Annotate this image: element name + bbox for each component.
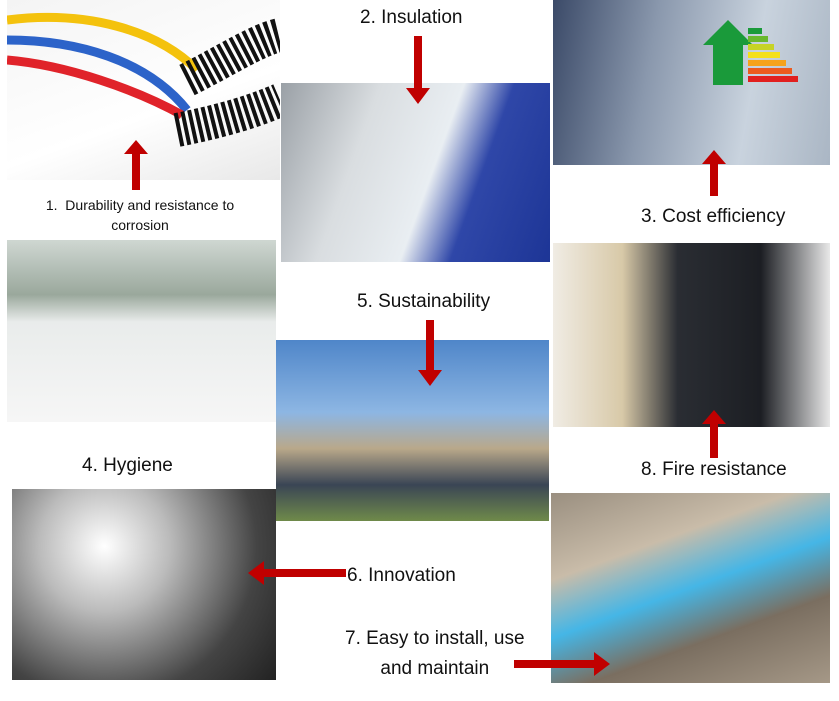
arrow-up-icon xyxy=(702,150,726,196)
benefit-4-label: 4. Hygiene xyxy=(82,455,173,476)
solar-house-photo xyxy=(276,340,549,521)
benefit-7-label: 7. Easy to install, use and maintain xyxy=(345,624,525,684)
office-interior-photo xyxy=(7,240,276,422)
arrow-up-icon xyxy=(124,140,148,190)
benefit-7-text: 7. Easy to install, use xyxy=(345,628,525,649)
arrow-down-icon xyxy=(418,320,442,386)
benefit-1-text: Durability and resistance to xyxy=(65,197,235,213)
window-installation-photo xyxy=(281,83,550,262)
cables-illustration xyxy=(7,13,280,147)
blue-pipe-installation-photo xyxy=(551,493,830,683)
benefit-3-label: 3. Cost efficiency xyxy=(641,206,786,227)
benefit-8-label: 8. Fire resistance xyxy=(641,459,787,480)
arrow-up-icon xyxy=(702,410,726,458)
arrow-left-icon xyxy=(248,561,346,585)
benefit-2-label: 2. Insulation xyxy=(360,7,463,28)
arrow-right-icon xyxy=(514,652,610,676)
geodesic-dome-photo xyxy=(12,489,276,680)
energy-efficiency-photo xyxy=(553,0,830,165)
benefit-1-number: 1. xyxy=(45,197,58,213)
arrow-down-icon xyxy=(406,36,430,104)
benefit-6-label: 6. Innovation xyxy=(347,565,456,586)
benefit-5-label: 5. Sustainability xyxy=(357,291,491,312)
firefighter-photo xyxy=(553,243,830,427)
benefit-1-text-line2: corrosion xyxy=(111,217,169,233)
energy-rating-chart-icon xyxy=(703,20,798,85)
benefit-1-label: 1. Durability and resistance to corrosio… xyxy=(32,195,248,235)
benefit-7-text-line2: and maintain xyxy=(380,658,490,679)
